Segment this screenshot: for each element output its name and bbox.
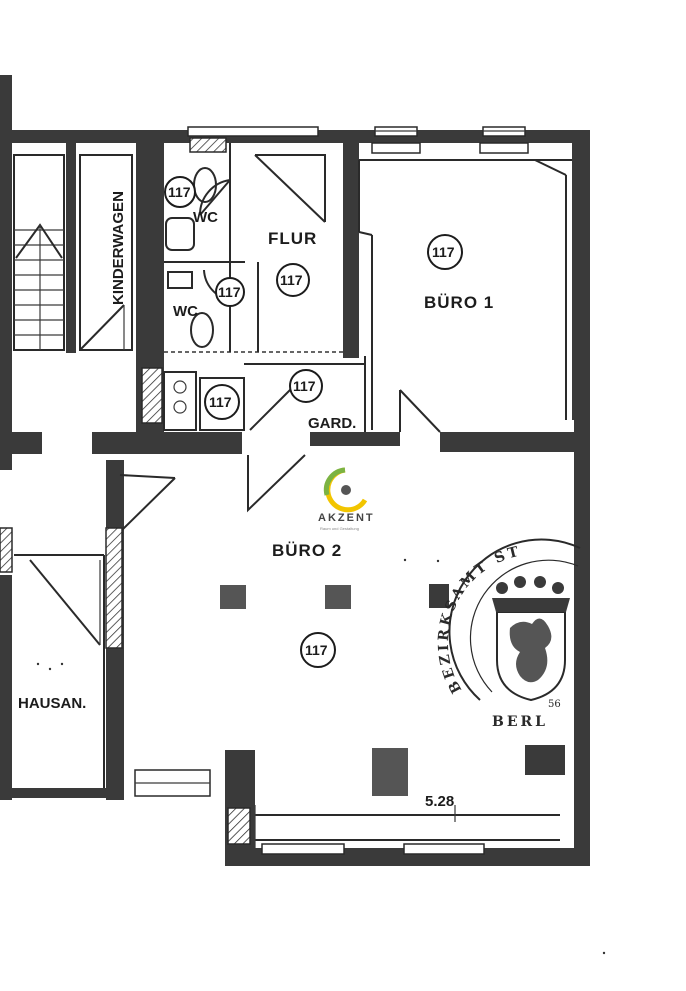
- buero-2: 5.28: [119, 454, 565, 855]
- svg-text:117: 117: [280, 272, 303, 288]
- buero-1: [358, 159, 572, 433]
- room-label-flur: FLUR: [268, 229, 317, 248]
- svg-text:117: 117: [168, 184, 191, 200]
- room-number-marker: 117: [164, 176, 196, 208]
- stamp-bottom-text: BERL: [492, 714, 548, 730]
- official-stamp: BEZIRKSAMT ST BERL 56: [436, 538, 581, 730]
- scan-marks: [36, 558, 606, 955]
- svg-text:117: 117: [218, 284, 241, 300]
- room-label-wc: WC: [173, 303, 198, 320]
- room-number-marker: 117: [300, 632, 336, 668]
- room-label-garderobe: GARD.: [308, 415, 356, 432]
- logo-text: AKZENT: [318, 512, 375, 524]
- room-number-marker: 117: [276, 263, 310, 297]
- coat-of-arms: [492, 576, 570, 702]
- svg-text:117: 117: [432, 244, 455, 260]
- stamp-number: 56: [548, 699, 561, 710]
- room-number-marker: 117: [215, 277, 245, 307]
- room-number-marker: 117: [204, 384, 240, 420]
- svg-text:117: 117: [305, 642, 328, 658]
- room-label-buero-2: BÜRO 2: [272, 541, 342, 560]
- room-label-hausan: HAUSAN.: [18, 695, 86, 712]
- column: [220, 585, 246, 609]
- staircase: [13, 154, 65, 351]
- column: [325, 585, 351, 609]
- akzent-logo: AKZENT Raum und Gestaltung: [318, 467, 375, 531]
- hausanschluss: HAUSAN.: [0, 527, 123, 788]
- wc-flur-block: [141, 143, 366, 432]
- room-label-buero-1: BÜRO 1: [424, 293, 494, 312]
- kinderwagen-niche: KINDERWAGEN: [79, 154, 133, 351]
- svg-text:117: 117: [293, 378, 316, 394]
- windows-top: [187, 126, 529, 154]
- room-label-wc: WC: [193, 209, 218, 226]
- dimension-label: 5.28: [425, 793, 454, 810]
- column: [372, 748, 408, 796]
- column: [429, 584, 449, 608]
- room-label-kinderwagen: KINDERWAGEN: [110, 191, 127, 305]
- svg-text:117: 117: [209, 394, 232, 410]
- room-number-marker: 117: [427, 234, 463, 270]
- logo-tagline: Raum und Gestaltung: [320, 526, 359, 531]
- room-number-marker: 117: [289, 369, 323, 403]
